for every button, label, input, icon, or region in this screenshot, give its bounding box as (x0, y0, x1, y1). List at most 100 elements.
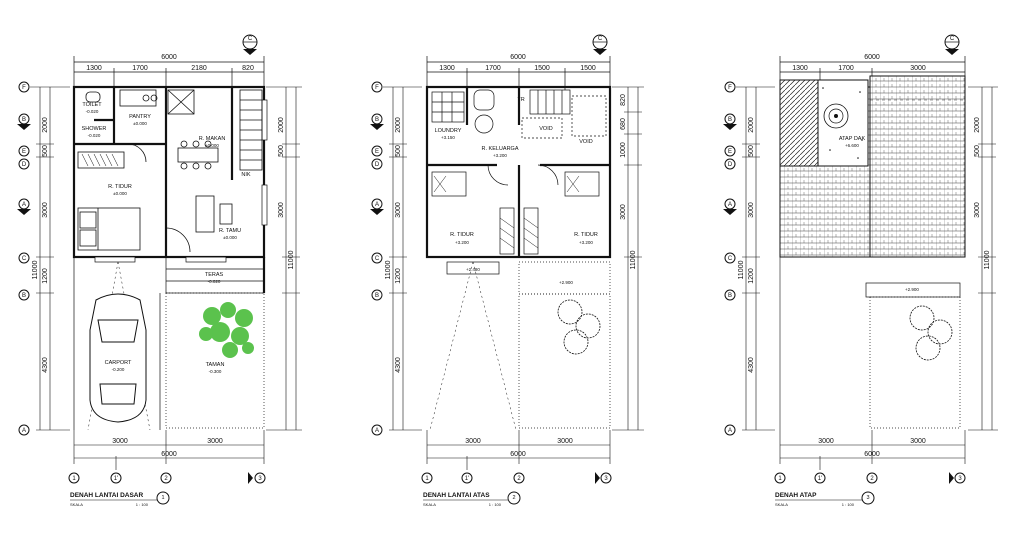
svg-text:C: C (22, 256, 27, 262)
svg-text:3000: 3000 (465, 438, 481, 445)
svg-text:A: A (728, 428, 732, 434)
svg-text:-0.020: -0.020 (88, 133, 101, 138)
dim-top-2: 1700 (132, 65, 148, 72)
svg-text:1 : 100: 1 : 100 (842, 502, 855, 507)
svg-text:6000: 6000 (864, 451, 880, 458)
svg-text:3000: 3000 (207, 438, 223, 445)
svg-text:±0.000: ±0.000 (205, 143, 219, 148)
svg-text:A: A (22, 202, 26, 208)
svg-text:6000: 6000 (510, 451, 526, 458)
svg-text:DENAH LANTAI ATAS: DENAH LANTAI ATAS (423, 492, 490, 499)
svg-text:2000: 2000 (974, 117, 981, 133)
svg-text:3000: 3000 (112, 438, 128, 445)
room-toilet: TOILET (82, 102, 102, 108)
section-marker-c: C (242, 34, 258, 55)
svg-text:11000: 11000 (630, 250, 637, 269)
svg-text:2000: 2000 (278, 117, 285, 133)
svg-text:1700: 1700 (485, 65, 501, 72)
sheet-title-roof: DENAH ATAP SKALA 1 : 100 3 (775, 491, 875, 507)
svg-text:6000: 6000 (864, 54, 880, 61)
svg-text:D: D (728, 162, 733, 168)
svg-text:3000: 3000 (818, 438, 834, 445)
svg-text:1 : 100: 1 : 100 (136, 502, 149, 507)
svg-text:3000: 3000 (748, 202, 755, 218)
svg-text:820: 820 (620, 94, 627, 106)
svg-text:C: C (598, 36, 603, 42)
svg-text:500: 500 (974, 145, 981, 157)
svg-text:+3.200: +3.200 (455, 240, 469, 245)
svg-text:B: B (375, 117, 379, 123)
svg-text:6000: 6000 (510, 54, 526, 61)
svg-text:3000: 3000 (910, 65, 926, 72)
svg-text:E: E (375, 149, 379, 155)
svg-text:F: F (375, 85, 379, 91)
svg-text:2: 2 (870, 476, 874, 482)
room-garden: TAMAN (206, 362, 225, 368)
svg-text:1500: 1500 (580, 65, 596, 72)
room-pantry: PANTRY (129, 114, 151, 120)
svg-text:2000: 2000 (42, 117, 49, 133)
svg-text:1: 1 (778, 476, 782, 482)
svg-text:SKALA: SKALA (423, 502, 436, 507)
svg-text:11000: 11000 (32, 260, 39, 279)
svg-text:+3.200: +3.200 (579, 240, 593, 245)
roof-surfaces (779, 75, 966, 430)
svg-text:C: C (248, 36, 253, 42)
svg-text:11000: 11000 (288, 250, 295, 269)
dim-top-total: 6000 (161, 54, 177, 61)
svg-text:4300: 4300 (395, 357, 402, 373)
svg-text:3000: 3000 (278, 202, 285, 218)
svg-text:-0.020: -0.020 (208, 279, 221, 284)
grid-bubbles-left-2: F B E D A C B A (370, 81, 384, 436)
svg-text:2: 2 (164, 476, 168, 482)
svg-text:1: 1 (72, 476, 76, 482)
sheet-title-upper: DENAH LANTAI ATAS SKALA 1 : 100 2 (423, 491, 521, 507)
svg-text:1300: 1300 (792, 65, 808, 72)
dim-top-4: 820 (242, 65, 254, 72)
svg-text:A: A (22, 428, 26, 434)
room-laundry: LOUNDRY (435, 128, 462, 134)
svg-text:E: E (728, 149, 732, 155)
svg-text:F: F (22, 85, 26, 91)
car-icon (89, 293, 147, 423)
svg-text:±0.000: ±0.000 (113, 191, 127, 196)
svg-text:1500: 1500 (534, 65, 550, 72)
sheet-roof-plan: 6000 1300 1700 3000 C 2000 500 3000 1200… (723, 34, 998, 507)
dim-top-3: 2180 (191, 65, 207, 72)
room-bedroom: R. TIDUR (108, 184, 132, 190)
svg-text:3000: 3000 (42, 202, 49, 218)
section-marker-c-2: C (592, 34, 608, 55)
svg-text:1300: 1300 (439, 65, 455, 72)
svg-text:2000: 2000 (395, 117, 402, 133)
svg-text:D: D (22, 162, 27, 168)
svg-text:3000: 3000 (557, 438, 573, 445)
svg-text:11000: 11000 (385, 260, 392, 279)
svg-text:1: 1 (425, 476, 429, 482)
grid-bubbles-bottom: 1 1' 2 3 (68, 472, 266, 484)
room-dining: R. MAKAN (199, 136, 226, 142)
svg-text:3000: 3000 (620, 204, 627, 220)
walls-upper (425, 85, 612, 259)
grid-bubbles-left: F B E D A C B A (17, 81, 31, 436)
svg-text:A: A (375, 202, 379, 208)
svg-text:C: C (728, 256, 733, 262)
room-bedroom-1: R. TIDUR (450, 232, 474, 238)
svg-text:B: B (375, 293, 379, 299)
svg-text:DENAH LANTAI DASAR: DENAH LANTAI DASAR (70, 492, 143, 499)
grid-bubbles-bottom-3: 1 1' 2 3 (774, 472, 966, 484)
room-terrace: TERAS (205, 272, 224, 278)
svg-text:C: C (375, 256, 380, 262)
svg-text:3: 3 (866, 495, 869, 501)
svg-text:+3.200: +3.200 (493, 153, 507, 158)
room-carport: CARPORT (105, 360, 132, 366)
svg-text:VOID: VOID (579, 139, 592, 145)
sheet-ground-floor: 6000 1300 1700 2180 820 C 2000 500 3000 … (17, 34, 302, 507)
sheet-upper-floor: 6000 1300 1700 1500 1500 C 2000 500 3000… (370, 34, 644, 507)
svg-text:3000: 3000 (910, 438, 926, 445)
svg-text:+2.900: +2.900 (905, 287, 919, 292)
svg-text:TR: TR (517, 97, 524, 103)
svg-text:1200: 1200 (42, 268, 49, 284)
tree-top-icon (557, 299, 601, 355)
svg-text:VOID: VOID (539, 126, 552, 132)
svg-text:500: 500 (278, 145, 285, 157)
